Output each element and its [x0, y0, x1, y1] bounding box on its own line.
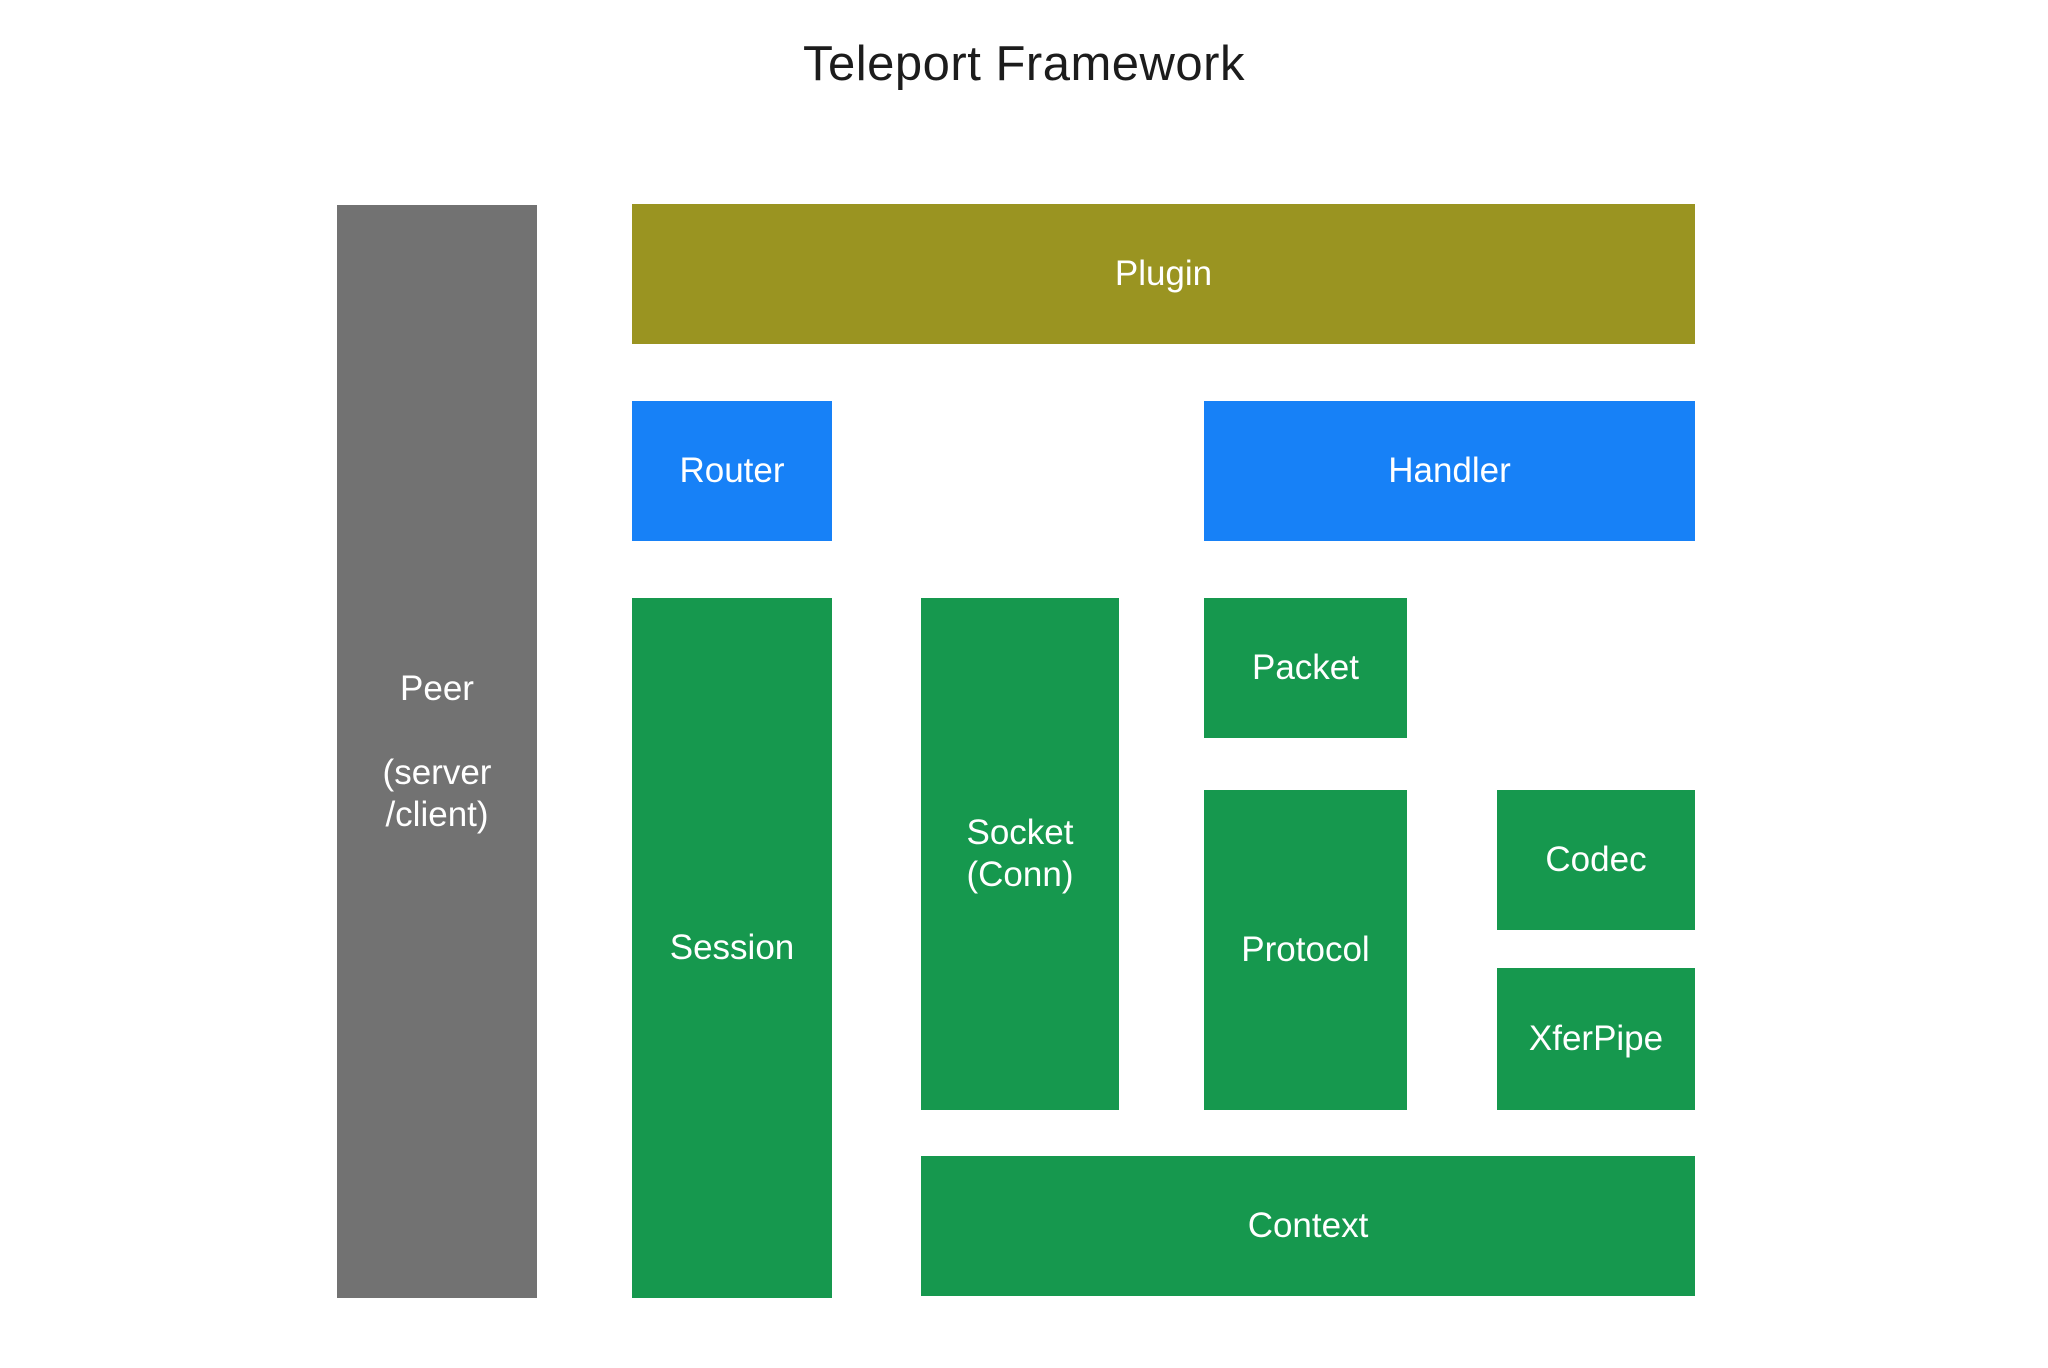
handler-box: Handler: [1204, 401, 1695, 541]
codec-box: Codec: [1497, 790, 1695, 930]
peer-label: Peer: [400, 668, 474, 708]
session-label: Session: [669, 928, 795, 967]
peer-sub-label-server: (server: [382, 752, 492, 792]
plugin-label: Plugin: [1114, 254, 1213, 293]
router-box: Router: [632, 401, 832, 541]
socket-conn-box: Socket (Conn): [921, 598, 1119, 1110]
protocol-label: Protocol: [1241, 930, 1370, 969]
diagram-title: Teleport Framework: [803, 37, 1245, 91]
xferpipe-label: XferPipe: [1528, 1019, 1664, 1058]
xferpipe-box: XferPipe: [1497, 968, 1695, 1110]
socket-label: Socket: [966, 813, 1074, 852]
handler-label: Handler: [1388, 451, 1511, 490]
plugin-box: Plugin: [632, 204, 1695, 344]
context-label: Context: [1247, 1206, 1369, 1245]
peer-sub-label-client: /client): [385, 794, 489, 834]
socket-sub-label-conn: (Conn): [966, 855, 1074, 894]
peer-box: Peer (server /client): [337, 205, 537, 1298]
context-box: Context: [921, 1156, 1695, 1296]
packet-box: Packet: [1204, 598, 1407, 738]
packet-label: Packet: [1252, 648, 1359, 687]
router-label: Router: [679, 451, 785, 490]
protocol-box: Protocol: [1204, 790, 1407, 1110]
session-box: Session: [632, 598, 832, 1298]
codec-label: Codec: [1545, 840, 1647, 879]
